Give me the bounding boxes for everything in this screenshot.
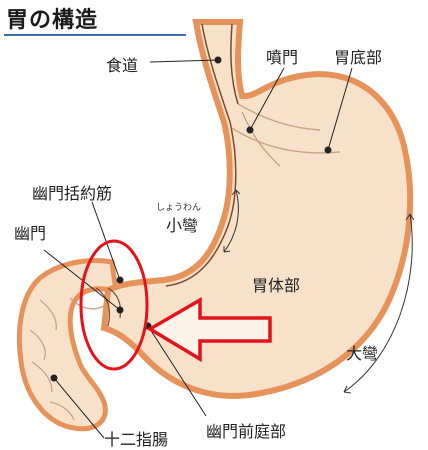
greater-curvature-arrow <box>343 213 413 393</box>
title-underline <box>4 34 186 36</box>
duodenum-shape <box>16 258 120 432</box>
label-pyloric-antrum: 幽門前庭部 <box>206 422 287 441</box>
red-arrow-icon <box>146 296 272 363</box>
label-esophagus: 食道 <box>106 56 139 75</box>
stomach-organ <box>16 19 414 432</box>
pylorus-highlight-ellipse <box>79 239 149 371</box>
label-greater-curvature: 大彎 <box>346 344 379 363</box>
esophagus-dot <box>214 56 222 64</box>
label-gastric-body: 胃体部 <box>252 276 301 295</box>
stomach-shape <box>100 19 414 399</box>
page-title: 胃の構造 <box>6 8 99 33</box>
esophagus-inner-line <box>230 23 239 105</box>
cardia-dot <box>246 126 254 134</box>
pylorus-region <box>95 287 122 327</box>
stomach-inner-line <box>165 23 237 287</box>
label-pylorus: 幽門 <box>14 224 47 243</box>
lesser-curvature-arrow <box>223 189 239 253</box>
label-fundus: 胃底部 <box>334 48 383 67</box>
duodenum-dot <box>50 374 58 382</box>
pylorus-dot <box>116 306 124 314</box>
label-pyloric-sphincter: 幽門括約筋 <box>32 184 113 203</box>
label-lesser-curvature: 小彎 <box>166 216 199 235</box>
label-cardia: 噴門 <box>266 48 299 67</box>
duodenum-folds <box>29 297 105 421</box>
sphincter-dot <box>116 276 124 284</box>
fundus-dot <box>324 146 332 154</box>
label-lesser-curvature-reading: しょうわん <box>156 203 202 213</box>
curvature-arrows <box>223 189 415 394</box>
label-duodenum: 十二指腸 <box>104 430 169 449</box>
